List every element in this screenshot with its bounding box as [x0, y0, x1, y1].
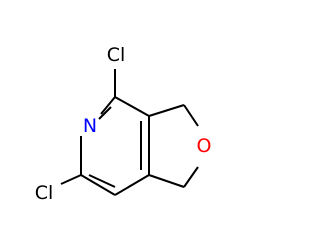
- bond-c6-cl: [60, 174, 82, 185]
- bond-c4-n-inner: [98, 106, 112, 120]
- bond-c3-o: [183, 104, 199, 127]
- bonds: [60, 69, 199, 196]
- structure-diagram: Cl N Cl O: [0, 0, 250, 250]
- bond-o-c1: [183, 166, 199, 188]
- atom-label-n: N: [83, 115, 97, 137]
- bond-c3a-c3: [148, 104, 185, 117]
- bond-c6-c7-inner: [88, 174, 116, 188]
- bond-c4-n: [100, 96, 116, 115]
- bond-c1-c7a: [148, 174, 185, 188]
- atom-label-cl-top: Cl: [107, 44, 126, 66]
- atom-label-cl-bottom: Cl: [35, 182, 54, 204]
- bond-c7-c7a: [114, 174, 150, 196]
- bond-c3a-c4: [114, 96, 150, 117]
- bond-c6-c7: [80, 174, 116, 196]
- atom-label-o: O: [197, 135, 212, 157]
- background: [0, 0, 250, 250]
- atom-labels: Cl N Cl O: [35, 44, 212, 204]
